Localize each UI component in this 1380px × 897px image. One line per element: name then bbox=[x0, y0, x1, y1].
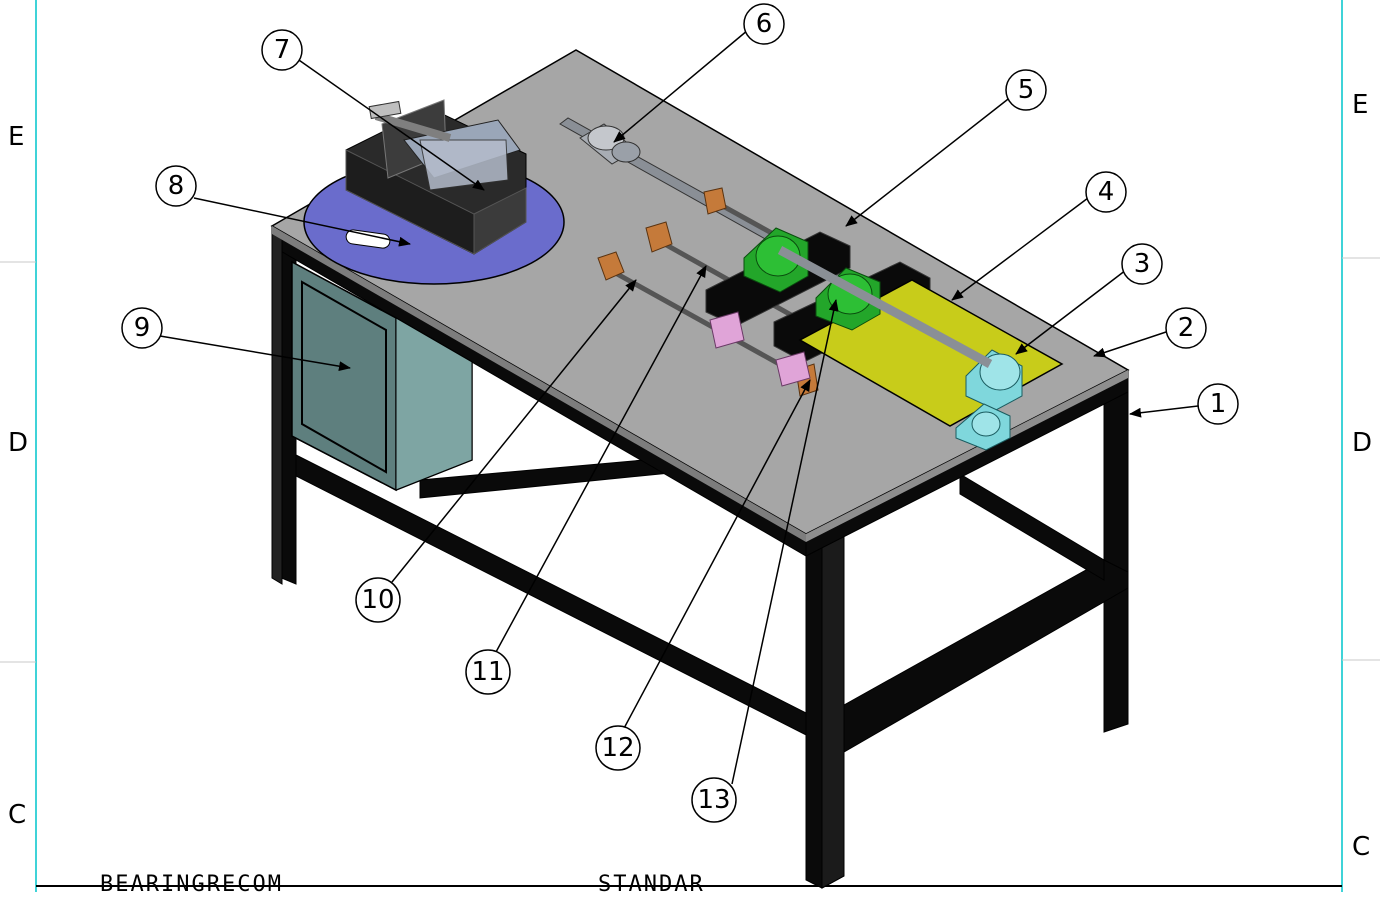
zone-letter-right-c: C bbox=[1352, 832, 1371, 862]
balloon-1 bbox=[1197, 383, 1239, 425]
callout-12: 12 bbox=[601, 733, 634, 763]
callout-numbers: 1 2 3 4 5 6 7 8 9 10 11 12 13 bbox=[134, 9, 1227, 815]
callout-4: 4 bbox=[1098, 177, 1115, 207]
balloon-9 bbox=[121, 307, 163, 349]
callout-9: 9 bbox=[134, 313, 151, 343]
table-frame bbox=[271, 225, 1129, 889]
balloon-10 bbox=[355, 577, 401, 623]
callout-2: 2 bbox=[1178, 313, 1195, 343]
lead-screw-front bbox=[777, 246, 993, 368]
callout-7: 7 bbox=[274, 35, 291, 65]
balloon-13 bbox=[691, 777, 737, 823]
callout-13: 13 bbox=[697, 785, 730, 815]
zone-letter-right-e: E bbox=[1352, 90, 1369, 120]
balloon-6 bbox=[743, 3, 785, 45]
title-block-text-left: BEARINGRECOM bbox=[100, 872, 283, 897]
callout-10: 10 bbox=[361, 585, 394, 615]
callout-6: 6 bbox=[756, 9, 773, 39]
pillow-blocks bbox=[955, 349, 1023, 451]
balloon-12 bbox=[595, 725, 641, 771]
callout-11: 11 bbox=[471, 657, 504, 687]
zone-letter-left-e: E bbox=[8, 122, 25, 152]
balloon-11 bbox=[465, 649, 511, 695]
balloon-2 bbox=[1165, 307, 1207, 349]
balloon-7 bbox=[261, 29, 303, 71]
balloon-3 bbox=[1121, 243, 1163, 285]
zone-letter-left-c: C bbox=[8, 800, 27, 830]
title-block-text-right: STANDAR bbox=[598, 872, 705, 897]
leader-lines bbox=[159, 29, 1199, 785]
electrical-cabinet bbox=[291, 260, 473, 492]
balloon-4 bbox=[1085, 171, 1127, 213]
zone-letter-left-d: D bbox=[8, 428, 29, 458]
balloon-5 bbox=[1005, 69, 1047, 111]
callout-1: 1 bbox=[1210, 389, 1227, 419]
callout-3: 3 bbox=[1134, 249, 1151, 279]
green-bearings bbox=[743, 227, 881, 331]
callout-balloons bbox=[121, 3, 1239, 823]
balloon-8 bbox=[155, 165, 197, 207]
zone-letter-right-d: D bbox=[1352, 428, 1373, 458]
callout-8: 8 bbox=[168, 171, 185, 201]
vise bbox=[345, 99, 527, 255]
callout-5: 5 bbox=[1018, 75, 1035, 105]
